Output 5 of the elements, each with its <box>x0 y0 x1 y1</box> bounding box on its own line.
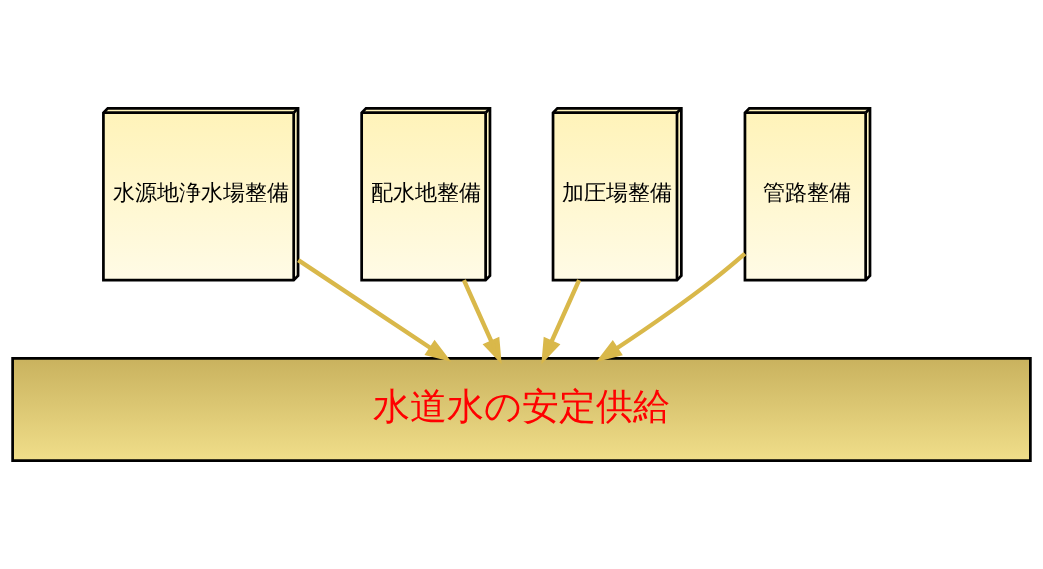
arrow <box>541 279 582 365</box>
arrow <box>461 279 502 365</box>
arrow <box>595 252 747 363</box>
node-box: 水道水の安定供給 <box>11 357 1032 462</box>
arrow <box>297 258 452 362</box>
